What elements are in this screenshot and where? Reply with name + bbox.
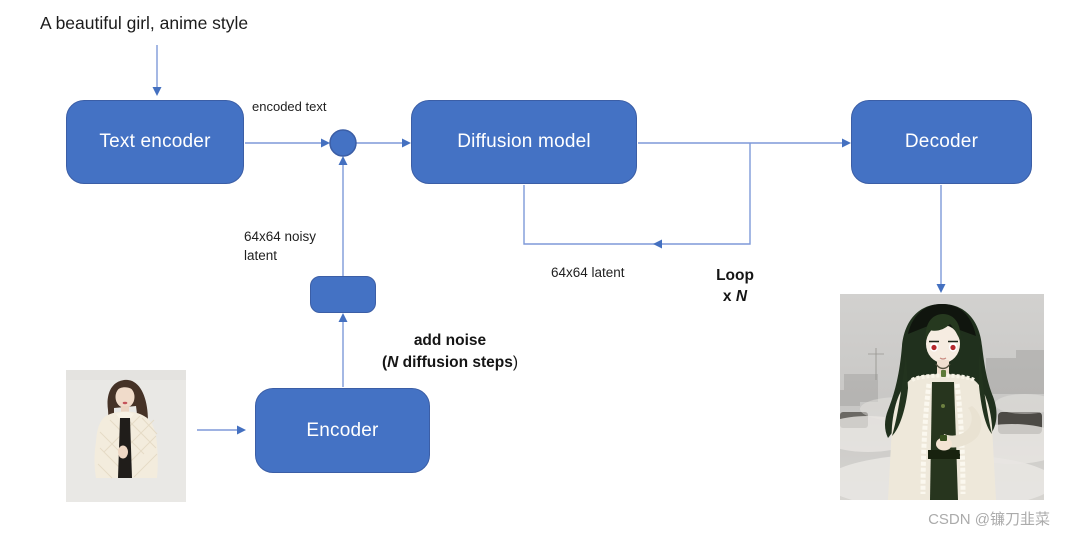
arrowhead-into-latent-box: [338, 313, 348, 322]
input-photo-art: [66, 370, 186, 502]
loop-x-text: x: [722, 288, 736, 305]
arrowhead-into-diffusion: [402, 138, 411, 148]
diffusion-model-node: Diffusion model: [411, 100, 637, 184]
add-noise-paren-open: (: [381, 354, 388, 371]
diffusion-model-label: Diffusion model: [457, 131, 591, 152]
output-image: [840, 294, 1044, 500]
arrowhead-into-encoder: [237, 425, 246, 435]
loop-label-count: x N: [700, 286, 770, 307]
text-encoder-node: Text encoder: [66, 100, 244, 184]
decoder-node: Decoder: [851, 100, 1032, 184]
add-noise-steps-text: diffusion steps: [398, 354, 513, 371]
add-noise-detail: (N diffusion steps): [350, 352, 550, 374]
noisy-latent-label: 64x64 noisy latent: [244, 227, 316, 265]
add-noise-title: add noise: [413, 332, 487, 349]
encoder-node: Encoder: [255, 388, 430, 473]
arrowhead-into-merge: [321, 138, 330, 148]
add-noise-n-symbol: N: [387, 354, 399, 371]
arrowhead-into-decoder: [842, 138, 851, 148]
watermark: CSDN @镰刀韭菜: [928, 511, 1050, 528]
output-image-art: [840, 294, 1044, 500]
add-noise-label: add noise (N diffusion steps): [350, 330, 550, 374]
noisy-latent-box: [310, 276, 376, 313]
merge-node: [329, 129, 357, 157]
prompt-text: A beautiful girl, anime style: [40, 13, 249, 33]
loop-arrowhead: [653, 239, 662, 249]
decoder-label: Decoder: [904, 131, 979, 152]
noisy-latent-label-line1: 64x64 noisy: [244, 229, 317, 244]
loop-label: Loop x N: [700, 265, 770, 307]
loop-n-symbol: N: [735, 288, 748, 305]
loop-label-title: Loop: [716, 267, 754, 284]
noisy-latent-label-line2: latent: [244, 248, 278, 263]
latent-label: 64x64 latent: [551, 265, 625, 280]
encoded-text-label: encoded text: [252, 99, 327, 114]
arrowhead-into-output: [936, 284, 946, 293]
input-photo: [66, 370, 186, 502]
add-noise-paren-close: ): [512, 354, 519, 371]
arrowhead-into-merge-from-below: [338, 156, 348, 165]
text-encoder-label: Text encoder: [99, 131, 211, 152]
encoder-label: Encoder: [306, 419, 379, 441]
prompt-arrowhead: [152, 87, 162, 96]
